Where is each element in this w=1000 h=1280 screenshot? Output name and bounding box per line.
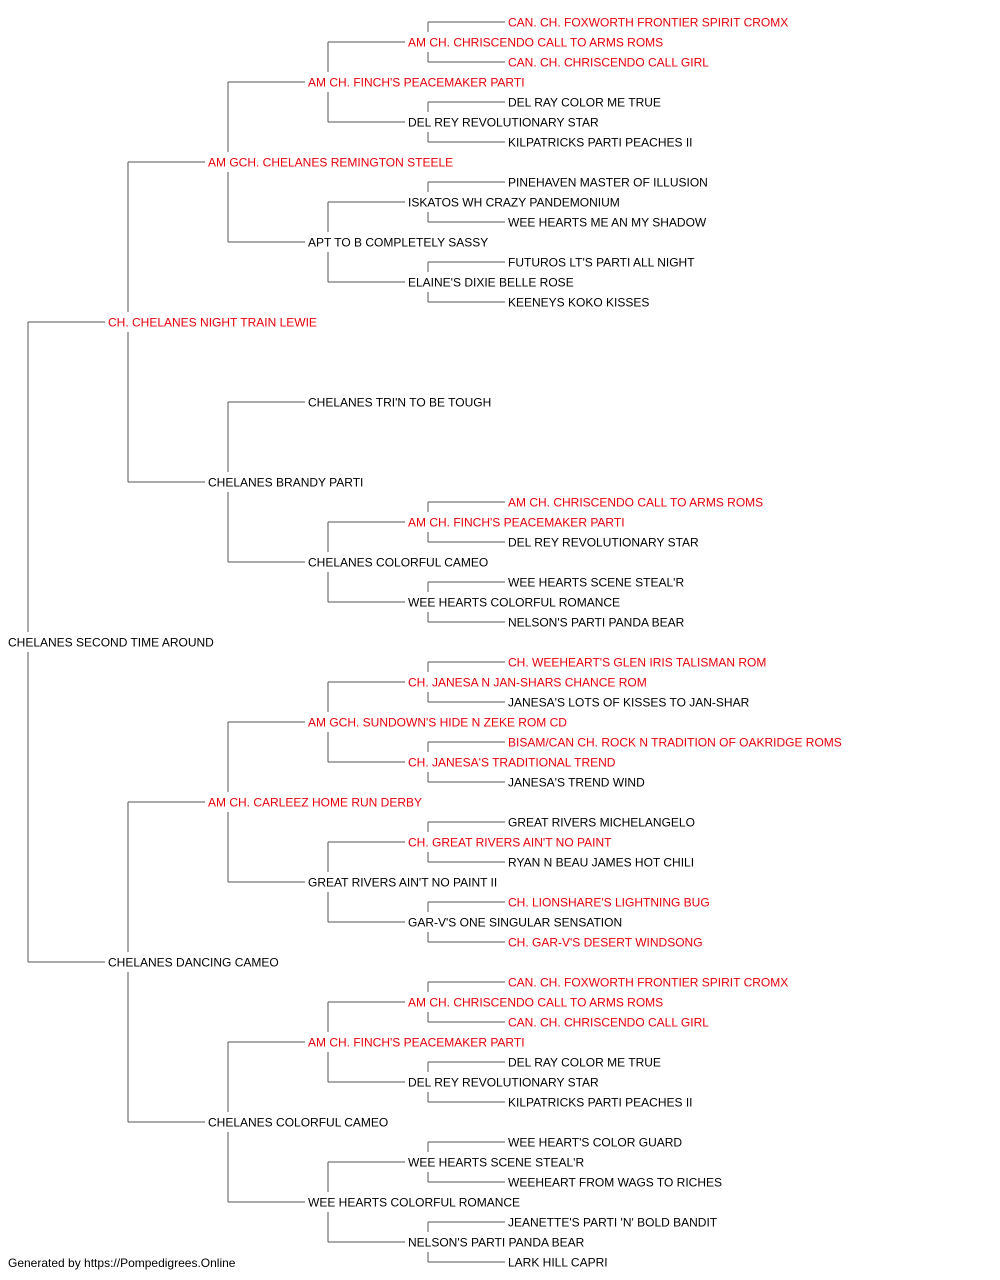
- pedigree-name-dam-gen4: WEE HEARTS COLORFUL ROMANCE: [408, 596, 620, 610]
- pedigree-name-sire-gen3: AM CH. FINCH'S PEACEMAKER PARTI: [308, 1036, 525, 1050]
- pedigree-name-dam-gen5: CAN. CH. CHRISCENDO CALL GIRL: [508, 1016, 709, 1030]
- pedigree-name-sire-gen5: JEANETTE'S PARTI 'N' BOLD BANDIT: [508, 1216, 718, 1230]
- pedigree-name-dam-gen5: NELSON'S PARTI PANDA BEAR: [508, 616, 685, 630]
- pedigree-name-dam-gen1: CHELANES DANCING CAMEO: [108, 956, 279, 970]
- pedigree-name-sire-gen5: GREAT RIVERS MICHELANGELO: [508, 816, 695, 830]
- pedigree-name-sire-gen3: AM GCH. SUNDOWN'S HIDE N ZEKE ROM CD: [308, 716, 567, 730]
- pedigree-name-sire-gen2: AM GCH. CHELANES REMINGTON STEELE: [208, 156, 453, 170]
- pedigree-name-sire-gen5: WEE HEARTS SCENE STEAL'R: [508, 576, 684, 590]
- pedigree-name-dam-gen5: CH. GAR-V'S DESERT WINDSONG: [508, 936, 703, 950]
- pedigree-name-dam-gen5: LARK HILL CAPRI: [508, 1256, 608, 1270]
- pedigree-name-sire-gen5: DEL RAY COLOR ME TRUE: [508, 1056, 661, 1070]
- pedigree-name-dam-gen5: KILPATRICKS PARTI PEACHES II: [508, 1096, 693, 1110]
- pedigree-name-sire-gen4: CH. JANESA N JAN-SHARS CHANCE ROM: [408, 676, 647, 690]
- pedigree-name-sire-gen1: CH. CHELANES NIGHT TRAIN LEWIE: [108, 316, 317, 330]
- pedigree-name-dam-gen2: CHELANES COLORFUL CAMEO: [208, 1116, 388, 1130]
- pedigree-name-sire-gen5: CAN. CH. FOXWORTH FRONTIER SPIRIT CROMX: [508, 976, 788, 990]
- pedigree-name-sire-gen5: FUTUROS LT'S PARTI ALL NIGHT: [508, 256, 695, 270]
- pedigree-name-sire-gen2: AM CH. CARLEEZ HOME RUN DERBY: [208, 796, 422, 810]
- pedigree-name-sire-gen4: WEE HEARTS SCENE STEAL'R: [408, 1156, 584, 1170]
- pedigree-name-dam-gen4: DEL REY REVOLUTIONARY STAR: [408, 1076, 599, 1090]
- pedigree-name-subject-gen0: CHELANES SECOND TIME AROUND: [8, 636, 214, 650]
- pedigree-name-sire-gen5: CH. LIONSHARE'S LIGHTNING BUG: [508, 896, 710, 910]
- pedigree-name-sire-gen5: CAN. CH. FOXWORTH FRONTIER SPIRIT CROMX: [508, 16, 788, 30]
- pedigree-name-dam-gen4: ELAINE'S DIXIE BELLE ROSE: [408, 276, 574, 290]
- pedigree-name-dam-gen3: GREAT RIVERS AIN'T NO PAINT II: [308, 876, 497, 890]
- pedigree-name-dam-gen2: CHELANES BRANDY PARTI: [208, 476, 363, 490]
- pedigree-name-dam-gen5: RYAN N BEAU JAMES HOT CHILI: [508, 856, 694, 870]
- pedigree-name-sire-gen3: CHELANES TRI'N TO BE TOUGH: [308, 396, 491, 410]
- pedigree-name-sire-gen5: BISAM/CAN CH. ROCK N TRADITION OF OAKRID…: [508, 736, 842, 750]
- pedigree-name-dam-gen5: WEE HEARTS ME AN MY SHADOW: [508, 216, 707, 230]
- pedigree-name-sire-gen5: CH. WEEHEART'S GLEN IRIS TALISMAN ROM: [508, 656, 766, 670]
- pedigree-name-dam-gen3: CHELANES COLORFUL CAMEO: [308, 556, 488, 570]
- pedigree-name-dam-gen4: CH. JANESA'S TRADITIONAL TREND: [408, 756, 616, 770]
- pedigree-name-sire-gen5: WEE HEART'S COLOR GUARD: [508, 1136, 682, 1150]
- pedigree-name-sire-gen5: DEL RAY COLOR ME TRUE: [508, 96, 661, 110]
- pedigree-name-dam-gen5: CAN. CH. CHRISCENDO CALL GIRL: [508, 56, 709, 70]
- generated-by-footer: Generated by https://Pompedigrees.Online: [8, 1256, 236, 1270]
- pedigree-name-dam-gen5: DEL REY REVOLUTIONARY STAR: [508, 536, 699, 550]
- pedigree-name-dam-gen5: KILPATRICKS PARTI PEACHES II: [508, 136, 693, 150]
- pedigree-name-sire-gen4: CH. GREAT RIVERS AIN'T NO PAINT: [408, 836, 612, 850]
- pedigree-name-dam-gen4: GAR-V'S ONE SINGULAR SENSATION: [408, 916, 622, 930]
- pedigree-name-dam-gen5: JANESA'S LOTS OF KISSES TO JAN-SHAR: [508, 696, 750, 710]
- pedigree-name-sire-gen5: AM CH. CHRISCENDO CALL TO ARMS ROMS: [508, 496, 763, 510]
- pedigree-name-dam-gen3: APT TO B COMPLETELY SASSY: [308, 236, 488, 250]
- pedigree-name-dam-gen5: WEEHEART FROM WAGS TO RICHES: [508, 1176, 722, 1190]
- pedigree-name-dam-gen4: NELSON'S PARTI PANDA BEAR: [408, 1236, 585, 1250]
- pedigree-name-dam-gen5: KEENEYS KOKO KISSES: [508, 296, 649, 310]
- pedigree-name-sire-gen4: ISKATOS WH CRAZY PANDEMONIUM: [408, 196, 620, 210]
- pedigree-name-sire-gen4: AM CH. CHRISCENDO CALL TO ARMS ROMS: [408, 996, 663, 1010]
- pedigree-name-sire-gen5: PINEHAVEN MASTER OF ILLUSION: [508, 176, 708, 190]
- pedigree-name-sire-gen4: AM CH. CHRISCENDO CALL TO ARMS ROMS: [408, 36, 663, 50]
- pedigree-name-sire-gen4: AM CH. FINCH'S PEACEMAKER PARTI: [408, 516, 625, 530]
- pedigree-name-dam-gen4: DEL REY REVOLUTIONARY STAR: [408, 116, 599, 130]
- pedigree-name-sire-gen3: AM CH. FINCH'S PEACEMAKER PARTI: [308, 76, 525, 90]
- pedigree-name-dam-gen3: WEE HEARTS COLORFUL ROMANCE: [308, 1196, 520, 1210]
- pedigree-name-dam-gen5: JANESA'S TREND WIND: [508, 776, 645, 790]
